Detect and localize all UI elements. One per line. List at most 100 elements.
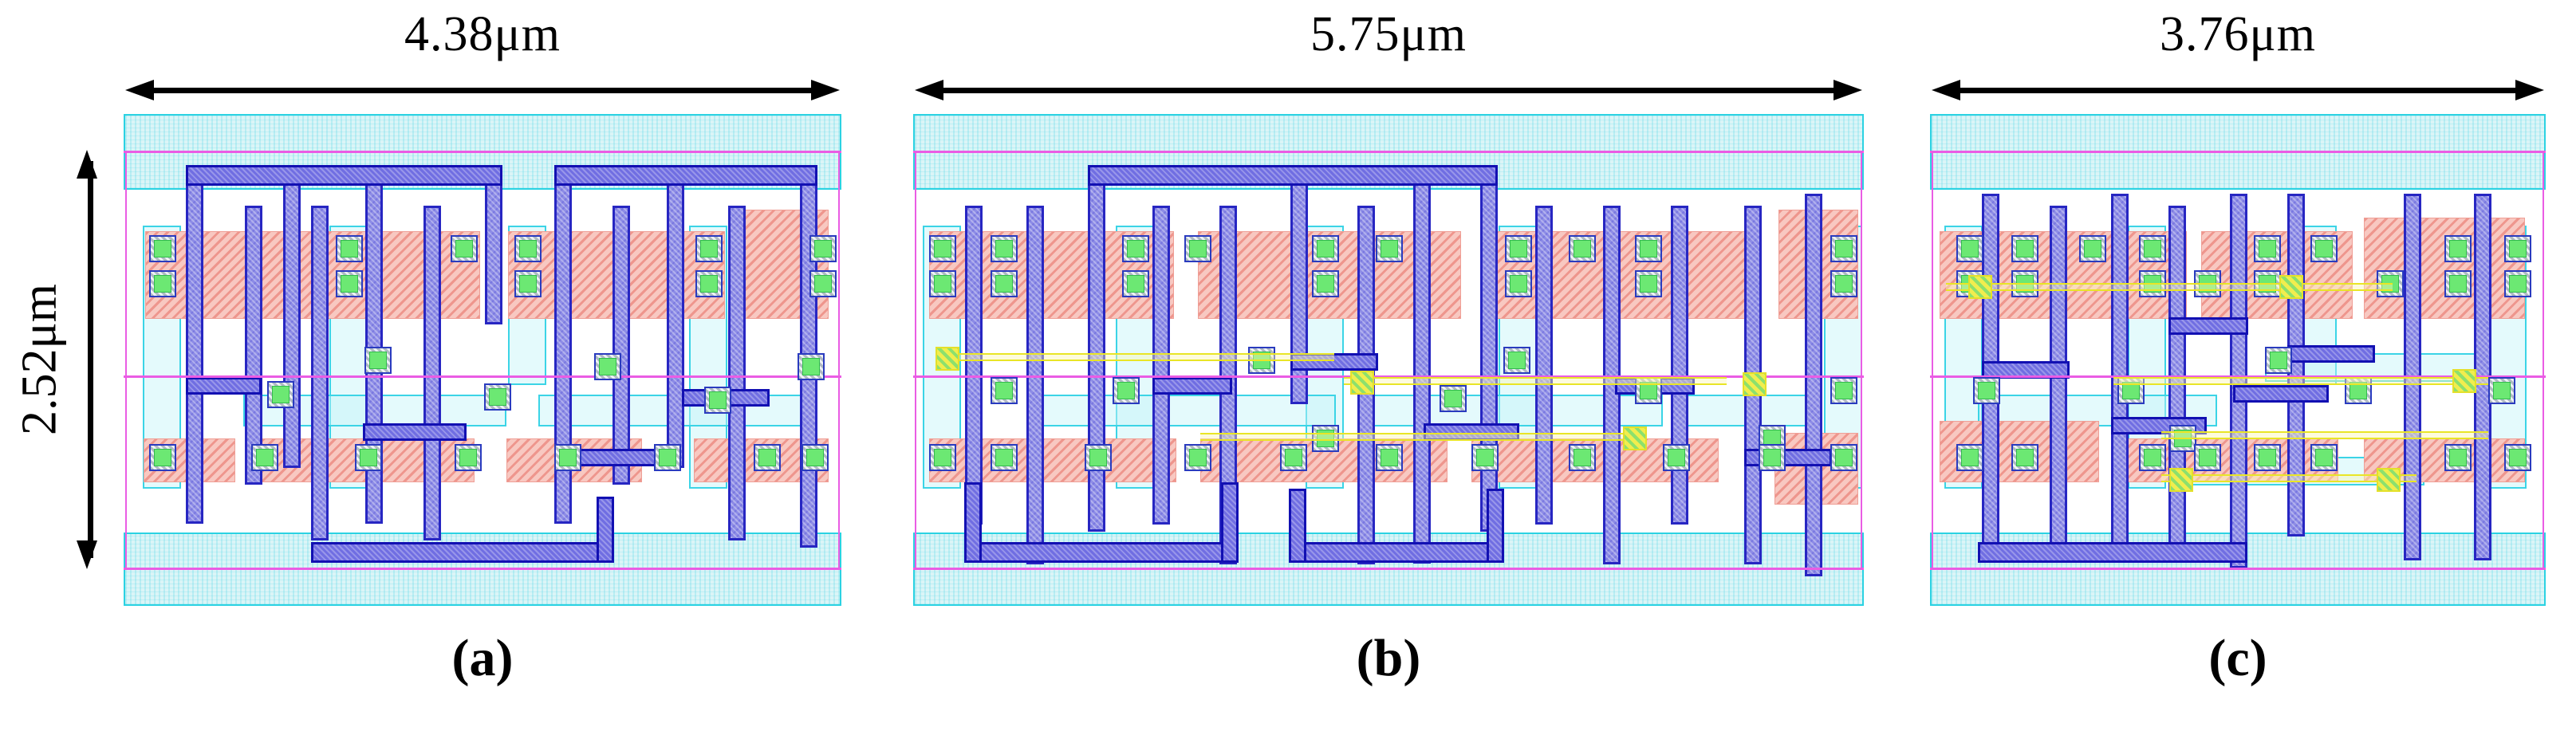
contact (1830, 270, 1857, 297)
metal-route (1152, 377, 1232, 395)
contact (991, 270, 1018, 297)
contact (1312, 235, 1339, 262)
metal-route (1978, 542, 2247, 563)
width-dimension-label-b: 5.75μm (1310, 7, 1467, 61)
via (1743, 372, 1767, 396)
contact (1505, 270, 1532, 297)
layout-cell-b (913, 114, 1864, 606)
metal1-rect (1033, 395, 1336, 426)
poly-gate (1671, 206, 1688, 525)
contact (484, 383, 511, 411)
poly-gate (423, 206, 441, 540)
contact (2254, 235, 2281, 262)
contact (2310, 235, 2338, 262)
contact (1830, 444, 1857, 471)
contact (929, 444, 956, 471)
contact (654, 444, 681, 471)
contact (149, 235, 176, 262)
contact (754, 444, 781, 471)
contact (991, 377, 1018, 404)
boundary-line (1930, 375, 2546, 378)
arrow-up-icon (77, 150, 97, 179)
contact (2194, 444, 2221, 471)
via (1968, 275, 1992, 299)
poly-gate (1026, 206, 1044, 564)
cell-boundary (915, 151, 1862, 570)
diffusion-region (2364, 218, 2525, 319)
contact (695, 270, 723, 297)
via (1350, 371, 1374, 395)
via (2279, 275, 2303, 299)
via (935, 347, 959, 371)
width-dimension-label-c: 3.76μm (2160, 7, 2316, 61)
contact (514, 235, 542, 262)
metal-route (186, 377, 262, 395)
panel-c: 3.76μm (c) (1930, 0, 2546, 731)
contact (802, 444, 829, 471)
contact (1569, 444, 1596, 471)
contact (455, 444, 482, 471)
contact (809, 270, 837, 297)
metal-route (1289, 489, 1306, 563)
poly-gate (245, 206, 262, 485)
contact (929, 270, 956, 297)
contact (364, 347, 392, 374)
width-dimension-arrow-c (1932, 80, 2544, 100)
contact (2444, 444, 2472, 471)
metal2-wire (935, 353, 1334, 361)
arrow-right-icon (811, 80, 840, 100)
contact (2504, 235, 2531, 262)
contact (2444, 270, 2472, 297)
poly-gate (612, 206, 630, 485)
contact (991, 235, 1018, 262)
contact (1113, 377, 1140, 404)
metal2-wire (2113, 377, 2488, 385)
contact (1663, 444, 1690, 471)
contact (451, 235, 478, 262)
arrow-down-icon (77, 540, 97, 569)
contact (267, 381, 294, 408)
poly-gate (485, 165, 502, 324)
metal-route (1982, 361, 2070, 379)
contact (809, 235, 837, 262)
contact (1376, 235, 1403, 262)
panel-caption-c: (c) (2208, 629, 2267, 687)
contact (2504, 270, 2531, 297)
panel-caption-a: (a) (451, 629, 514, 687)
metal-route (1424, 423, 1519, 441)
contact (2139, 444, 2166, 471)
contact (1440, 385, 1467, 412)
metal-route (2168, 317, 2248, 335)
poly-gate (2230, 194, 2247, 568)
poly-gate (965, 206, 983, 525)
contact (1759, 444, 1786, 471)
cell-boundary (125, 151, 840, 570)
poly-gate (1535, 206, 1553, 525)
contact (2079, 235, 2106, 262)
metal-route (363, 423, 467, 441)
contact (704, 387, 731, 414)
contact (929, 235, 956, 262)
width-dimension-label-a: 4.38μm (404, 7, 561, 61)
metal-route (597, 497, 614, 563)
contact (2011, 235, 2038, 262)
panel-b: 5.75μm (b) (913, 0, 1864, 731)
contact (1184, 235, 1211, 262)
contact (991, 444, 1018, 471)
contact (1471, 444, 1499, 471)
panel-caption-b: (b) (1356, 629, 1421, 687)
contact (1635, 270, 1662, 297)
metal2-wire (1946, 283, 2393, 291)
metal-route (311, 542, 614, 563)
arrow-right-icon (1834, 80, 1862, 100)
contact (1122, 235, 1149, 262)
contact (554, 444, 581, 471)
via (2377, 468, 2401, 492)
contact (695, 235, 723, 262)
contact (1956, 235, 1983, 262)
contact (594, 353, 621, 380)
contact (149, 444, 176, 471)
poly-gate (1152, 206, 1170, 525)
contact (1312, 270, 1339, 297)
